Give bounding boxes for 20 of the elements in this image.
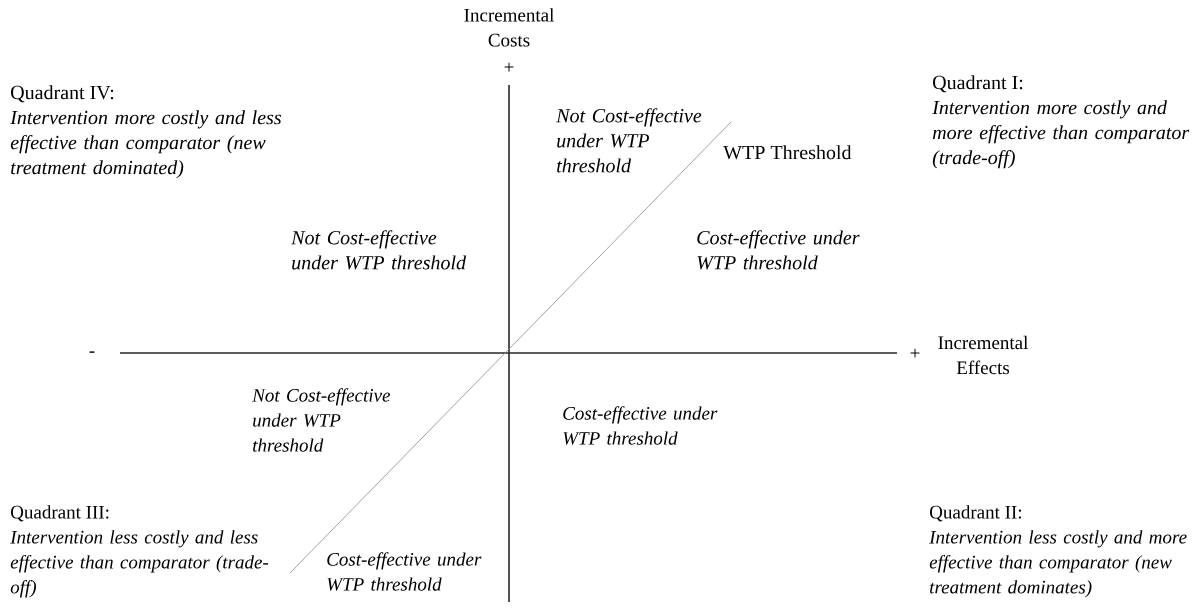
quadrant-description: Intervention more costly and more effective than comparator (trade-off) bbox=[932, 100, 1190, 169]
quadrant-description: Intervention less costly and more effective than comparator (new treatment dominates) bbox=[929, 530, 1187, 598]
axis-sign: + bbox=[504, 62, 514, 72]
quadrant-heading: Quadrant I: bbox=[933, 75, 1023, 93]
line-label: WTP Threshold bbox=[723, 145, 852, 160]
quadrant-description: Intervention more costly and less effective than comparator (new treatment dominated) bbox=[10, 110, 282, 179]
axis-sign: - bbox=[89, 351, 95, 353]
region-label: Cost-effective under WTP threshold bbox=[697, 230, 860, 270]
region-label: Not Cost-effective under WTP threshold bbox=[291, 230, 467, 270]
quadrant-heading: Quadrant II: bbox=[930, 505, 1022, 522]
region-label: Not Cost-effective under WTP threshold bbox=[556, 108, 702, 173]
region-label: Cost-effective under WTP threshold bbox=[563, 406, 718, 445]
quadrant-heading: Quadrant III: bbox=[11, 505, 109, 522]
axis-sign: + bbox=[910, 348, 920, 358]
quadrant-description: Intervention less costly and less effective than comparator (trade-off) bbox=[10, 530, 269, 598]
region-label: Cost-effective under WTP threshold bbox=[327, 552, 482, 591]
axis-label: Incremental Effects bbox=[938, 335, 1028, 375]
axis-label: Incremental Costs bbox=[464, 8, 554, 47]
region-label: Not Cost-effective under WTP threshold bbox=[252, 388, 391, 452]
quadrant-heading: Quadrant IV: bbox=[11, 85, 114, 103]
